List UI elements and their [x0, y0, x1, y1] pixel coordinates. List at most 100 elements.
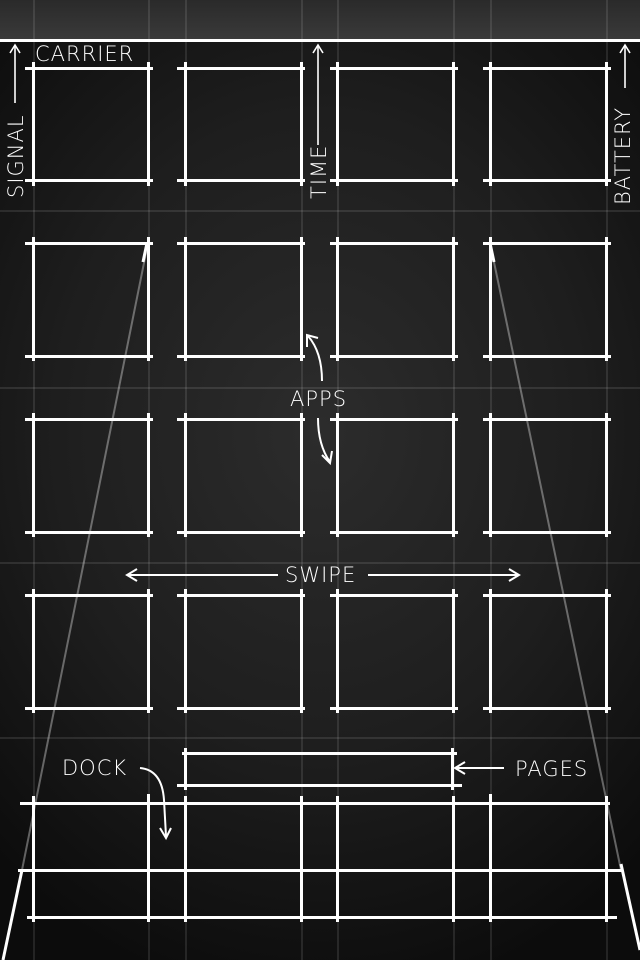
grid-line: [147, 62, 150, 186]
dock-slot-4[interactable]: [491, 804, 605, 916]
grid-line: [489, 237, 492, 361]
grid-line: [483, 418, 611, 421]
status-bar: [0, 0, 640, 40]
dock-line: [147, 794, 150, 922]
app-slot-r1-c3[interactable]: [338, 69, 452, 179]
app-slot-r4-c4[interactable]: [491, 596, 605, 707]
apps-arrow-up-icon: [306, 333, 323, 382]
dock-line: [336, 796, 339, 922]
grid-line: [25, 594, 153, 597]
grid-line: [25, 355, 153, 358]
grid-line: [452, 237, 455, 361]
grid-line: [605, 62, 608, 186]
app-slot-r3-c2[interactable]: [186, 420, 300, 531]
app-slot-r2-c3[interactable]: [338, 244, 452, 355]
carrier-label: CARRIER: [35, 42, 135, 66]
app-slot-r2-c2[interactable]: [186, 244, 300, 355]
grid-line: [177, 531, 305, 534]
app-slot-r2-c1[interactable]: [34, 244, 147, 355]
grid-line: [336, 589, 339, 713]
grid-line: [177, 355, 305, 358]
grid-line: [489, 589, 492, 713]
grid-line: [483, 531, 611, 534]
page-indicator[interactable]: [186, 755, 451, 784]
app-slot-r1-c1[interactable]: [34, 69, 147, 179]
guide-line: [0, 562, 640, 564]
apps-label: APPS: [290, 387, 348, 411]
grid-line: [147, 237, 150, 361]
app-slot-r3-c4[interactable]: [491, 420, 605, 531]
grid-line: [483, 355, 611, 358]
dock-line: [452, 796, 455, 922]
grid-line: [300, 237, 303, 361]
grid-line: [25, 242, 153, 245]
grid-line: [330, 707, 458, 710]
grid-line: [184, 589, 187, 713]
grid-line: [336, 237, 339, 361]
app-slot-r4-c3[interactable]: [338, 596, 452, 707]
grid-line: [177, 242, 305, 245]
grid-line: [300, 413, 303, 537]
app-slot-r1-c4[interactable]: [491, 69, 605, 179]
battery-arrow-icon: [619, 43, 631, 88]
grid-line: [25, 531, 153, 534]
swipe-right-arrow-icon: [368, 568, 521, 582]
grid-line: [330, 531, 458, 534]
app-slot-r2-c4[interactable]: [491, 244, 605, 355]
grid-line: [605, 589, 608, 713]
grid-line: [177, 418, 305, 421]
grid-line: [25, 418, 153, 421]
grid-line: [489, 413, 492, 537]
grid-line: [32, 237, 35, 361]
grid-line: [605, 237, 608, 361]
grid-line: [177, 67, 305, 70]
grid-line: [452, 413, 455, 537]
dock-slot-1[interactable]: [34, 804, 147, 916]
dock-line: [32, 796, 35, 922]
grid-line: [483, 67, 611, 70]
time-label: TIME: [307, 144, 331, 199]
dock-line: [27, 916, 617, 919]
time-arrow-icon: [312, 43, 324, 145]
grid-line: [184, 237, 187, 361]
app-slot-r1-c2[interactable]: [186, 69, 300, 179]
grid-line: [330, 355, 458, 358]
grid-line: [483, 594, 611, 597]
status-bar-divider: [0, 39, 640, 42]
dock-line: [18, 869, 623, 872]
grid-line: [300, 589, 303, 713]
grid-line: [32, 589, 35, 713]
grid-line: [605, 413, 608, 537]
page-indicator-line: [177, 784, 462, 787]
grid-line: [336, 62, 339, 186]
grid-line: [147, 413, 150, 537]
apps-arrow-down-icon: [317, 417, 333, 466]
grid-line: [177, 179, 305, 182]
app-slot-r3-c3[interactable]: [338, 420, 452, 531]
dock-line: [489, 794, 492, 922]
grid-line: [177, 594, 305, 597]
grid-line: [177, 707, 305, 710]
grid-line: [32, 62, 35, 186]
dock-slot-3[interactable]: [338, 804, 452, 916]
app-slot-r4-c2[interactable]: [186, 596, 300, 707]
grid-line: [452, 62, 455, 186]
grid-line: [483, 707, 611, 710]
grid-line: [483, 179, 611, 182]
grid-line: [330, 179, 458, 182]
dock-line: [184, 796, 187, 922]
dock-line: [20, 802, 610, 805]
guide-line: [0, 210, 640, 212]
app-slot-r3-c1[interactable]: [34, 420, 147, 531]
app-slot-r4-c1[interactable]: [34, 596, 147, 707]
grid-line: [336, 413, 339, 537]
grid-line: [184, 62, 187, 186]
page-indicator-line: [451, 748, 454, 790]
dock-slot-2[interactable]: [186, 804, 300, 916]
pages-label: PAGES: [515, 757, 589, 781]
signal-label: SIGNAL: [4, 114, 28, 198]
pages-arrow-icon: [453, 761, 504, 775]
page-indicator-line: [182, 752, 457, 755]
grid-line: [330, 242, 458, 245]
